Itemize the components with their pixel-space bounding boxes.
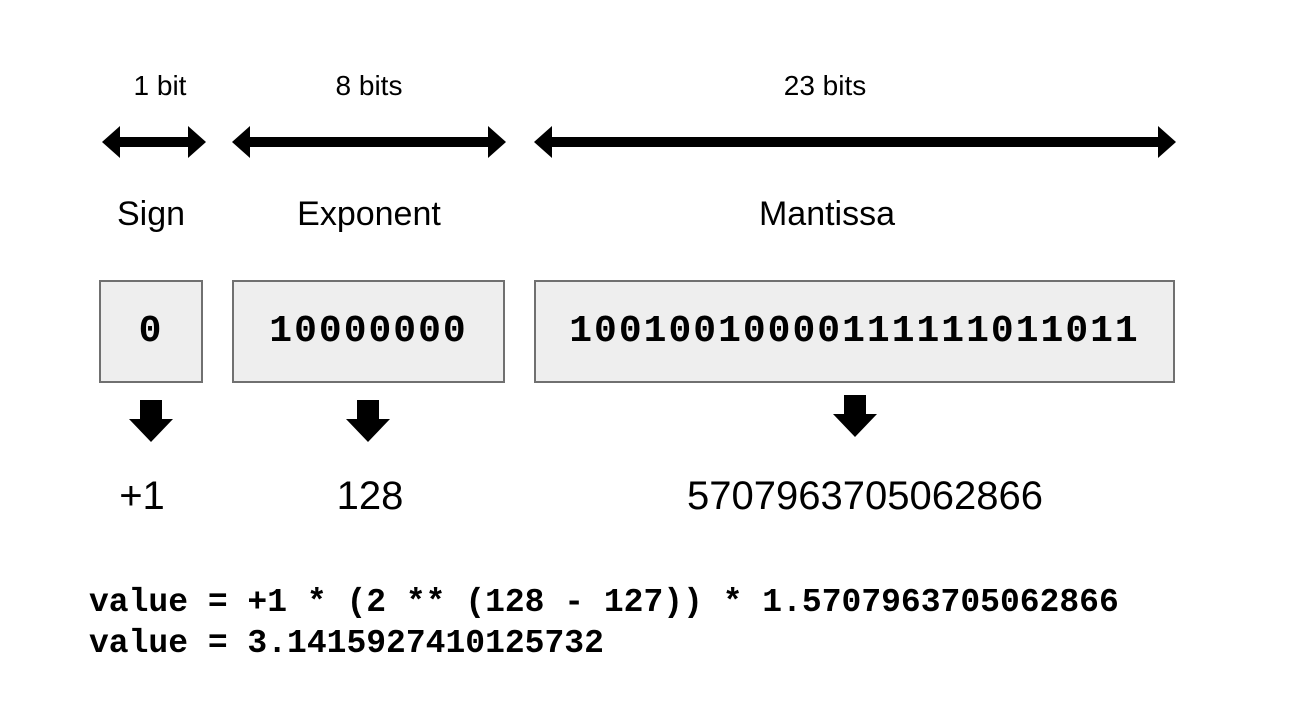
sign-down-arrow-icon [129,400,173,442]
mantissa-down-arrow-icon [833,395,877,437]
sign-decoded-value: +1 [119,474,165,518]
exponent-decoded-value: 128 [336,474,404,518]
exponent-width-label: 8 bits [335,70,403,101]
mantissa-field-name: Mantissa [758,195,896,233]
sign-bits-box: 0 [99,280,203,383]
sign-width-arrow [102,126,206,158]
mantissa-width-arrow [534,126,1176,158]
formula-line-2: value = 3.1415927410125732 [89,625,604,662]
exponent-bits-box: 10000000 [232,280,505,383]
mantissa-width-label: 23 bits [783,70,867,101]
mantissa-bits-box: 10010010000111111011011 [534,280,1175,383]
sign-field-name: Sign [116,195,186,233]
sign-width-label: 1 bit [133,70,187,101]
formula-line-1: value = +1 * (2 ** (128 - 127)) * 1.5707… [89,584,1119,621]
mantissa-decoded-value: 5707963705062866 [687,474,1043,518]
exponent-down-arrow-icon [346,400,390,442]
exponent-width-arrow [232,126,506,158]
exponent-field-name: Exponent [297,195,441,233]
